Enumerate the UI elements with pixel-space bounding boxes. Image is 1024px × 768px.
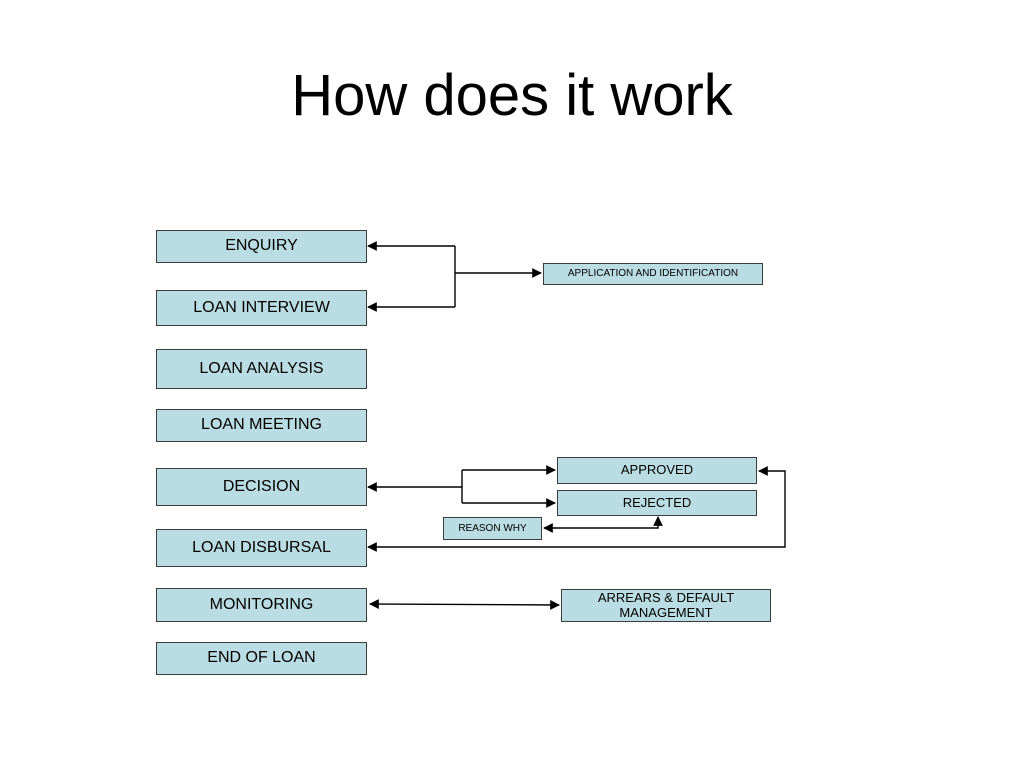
connector-approved-disbursal <box>367 466 786 552</box>
step-enquiry: ENQUIRY <box>156 230 367 263</box>
application-identification-box: APPLICATION AND IDENTIFICATION <box>543 263 763 285</box>
step-decision-label: DECISION <box>222 477 301 495</box>
connector-rejected-reason <box>543 516 663 533</box>
step-decision: DECISION <box>156 468 367 506</box>
step-loan-analysis-label: LOAN ANALYSIS <box>199 359 324 377</box>
step-end-of-loan-label: END OF LOAN <box>207 649 316 667</box>
arrears-label-line1: ARREARS & DEFAULT <box>597 589 735 605</box>
connector-monitoring-arrears <box>369 599 560 610</box>
step-loan-analysis: LOAN ANALYSIS <box>156 349 367 389</box>
page-title: How does it work <box>291 63 733 128</box>
arrears-label-line2: MANAGEMENT <box>619 604 713 620</box>
step-end-of-loan: END OF LOAN <box>156 642 367 675</box>
arrears-default-box: ARREARS & DEFAULT MANAGEMENT <box>561 589 771 622</box>
step-loan-meeting: LOAN MEETING <box>156 409 367 442</box>
step-loan-meeting-label: LOAN MEETING <box>201 416 322 434</box>
step-loan-interview: LOAN INTERVIEW <box>156 290 367 326</box>
step-loan-disbursal: LOAN DISBURSAL <box>156 529 367 567</box>
application-identification-label: APPLICATION AND IDENTIFICATION <box>567 268 739 280</box>
step-loan-disbursal-label: LOAN DISBURSAL <box>192 538 331 556</box>
step-monitoring-label: MONITORING <box>209 595 314 613</box>
step-monitoring: MONITORING <box>156 588 367 622</box>
step-loan-interview-label: LOAN INTERVIEW <box>193 298 330 316</box>
step-enquiry-label: ENQUIRY <box>225 237 298 255</box>
